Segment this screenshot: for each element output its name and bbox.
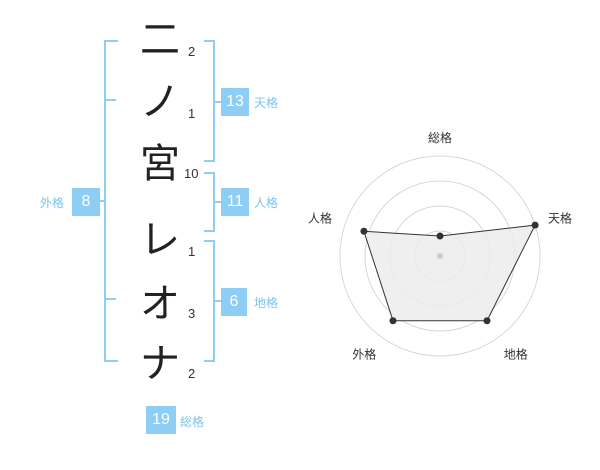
radar-axis-label-4: 外格 — [352, 347, 376, 362]
jinkaku-label: 人格 — [254, 196, 279, 210]
gaikaku-bracket — [104, 40, 118, 362]
name-character-2: ノ — [140, 79, 180, 125]
gaikaku-bracket-connector — [96, 200, 104, 202]
radar-center-dot — [437, 253, 443, 259]
radar-axis-label-2: 天格 — [548, 210, 572, 225]
radar-axis-label-3: 地格 — [504, 347, 528, 362]
radar-axis-label-1: 総格 — [428, 130, 452, 145]
chikaku-bracket-connector — [215, 300, 221, 302]
name-character-5: オ — [140, 281, 180, 327]
jinkaku-badge: 11 — [221, 188, 249, 216]
radar-point-5 — [360, 227, 368, 235]
gaikaku-bracket-tick-bottom — [104, 298, 116, 300]
radar-points — [360, 221, 539, 325]
soukaku-badge: 19 — [146, 406, 176, 434]
stroke-count-1: 2 — [188, 44, 196, 59]
radar-point-4 — [389, 317, 397, 325]
jinkaku-bracket-connector — [215, 201, 221, 203]
radar-point-1 — [436, 232, 444, 240]
gaikaku-label: 外格 — [40, 196, 65, 210]
radar-value-polygon — [363, 224, 536, 322]
chikaku-badge: 6 — [221, 288, 247, 316]
tenkaku-badge: 13 — [221, 88, 249, 116]
tenkaku-bracket — [204, 40, 215, 162]
stroke-count-4: 1 — [188, 244, 196, 259]
radar-ring-4 — [339, 155, 541, 357]
tenkaku-bracket-connector — [215, 101, 221, 103]
chikaku-bracket — [204, 240, 215, 362]
radar-point-2 — [531, 221, 539, 229]
tenkaku-label: 天格 — [254, 96, 279, 110]
name-character-1: 二 — [140, 17, 180, 63]
stroke-count-5: 3 — [188, 306, 196, 321]
name-character-4: レ — [140, 217, 180, 263]
soukaku-label: 総格 — [180, 415, 205, 429]
gaikaku-badge: 8 — [72, 188, 100, 216]
stroke-count-3: 10 — [184, 166, 199, 181]
radar-axis-label-5: 人格 — [308, 210, 332, 225]
stroke-count-6: 2 — [188, 366, 196, 381]
name-character-6: ナ — [140, 341, 180, 387]
gaikaku-bracket-tick-top — [104, 99, 116, 101]
stroke-count-2: 1 — [188, 106, 196, 121]
chikaku-label: 地格 — [254, 296, 279, 310]
name-character-3: 宮 — [140, 141, 180, 187]
jinkaku-bracket — [204, 172, 215, 232]
radar-point-3 — [483, 317, 491, 325]
